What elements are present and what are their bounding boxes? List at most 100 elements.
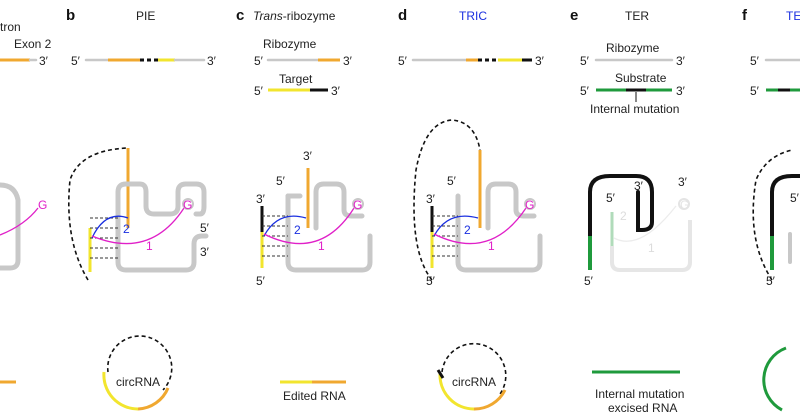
panel-e-left5: 5′ <box>584 274 594 288</box>
panel-c-g-node <box>352 198 364 210</box>
panel-c-title: Trans-ribozyme <box>253 9 336 23</box>
panel-d-circ-black <box>436 369 445 379</box>
panel-d-arrow-1 <box>433 207 527 245</box>
panel-d-g-node <box>524 198 536 210</box>
panel-d-mid5: 5′ <box>447 174 457 188</box>
panel-c-three2: 3′ <box>331 84 341 98</box>
panel-c-ribozyme-fold-bottom <box>285 193 373 273</box>
panel-c-arrow-1 <box>263 207 355 245</box>
panel-d-dashed-loop <box>413 119 481 281</box>
panel-c-product: Edited RNA <box>283 389 346 403</box>
panel-a-intron-fold <box>0 182 21 271</box>
panel-e-product-line2: excised RNA <box>608 401 677 415</box>
panel-d-fold-bottom <box>455 193 543 273</box>
panel-c-left5: 5′ <box>256 274 266 288</box>
panel-d-g: G <box>525 198 534 212</box>
panel-d-five: 5′ <box>398 54 408 68</box>
panel-f-title: TE <box>786 9 800 23</box>
panel-c: c Trans-ribozyme Ribozyme 5′ 3′ Target 5… <box>236 7 373 403</box>
panel-c-base-pairs <box>262 215 288 257</box>
panel-e-mid5: 5′ <box>606 191 616 205</box>
panel-e-mutation-label: Internal mutation <box>590 102 679 116</box>
panel-e-ribozyme-fold <box>610 220 692 272</box>
panel-f: f TE 5′ 5′ 5′ 5′ <box>742 7 800 412</box>
panel-d-circ-dashed <box>441 342 507 395</box>
panel-f-black-fold <box>770 174 800 236</box>
panel-c-mid5: 5′ <box>276 174 286 188</box>
panel-c-three: 3′ <box>343 54 353 68</box>
panel-e-three: 3′ <box>676 54 686 68</box>
panel-b-three: 3′ <box>207 54 217 68</box>
panel-b: b PIE 5′ 3′ 2 1 G 5′ 3′ circRNA <box>66 7 217 411</box>
panel-e-three2: 3′ <box>676 84 686 98</box>
panel-c-letter: c <box>236 7 244 24</box>
panel-c-five: 5′ <box>254 54 264 68</box>
panel-e-num1: 1 <box>648 241 655 255</box>
panel-a-g: G <box>38 198 47 212</box>
panel-e-five2: 5′ <box>580 84 590 98</box>
panel-e-substrate-label: Substrate <box>615 71 667 85</box>
panel-d-left5: 5′ <box>426 274 436 288</box>
panel-f-five2: 5′ <box>750 84 760 98</box>
panel-e: e TER Ribozyme 5′ 3′ Substrate 5′ 3′ Int… <box>570 7 692 415</box>
panel-b-num1: 1 <box>146 239 153 253</box>
panel-d-product: circRNA <box>452 375 496 389</box>
panel-e-faint-arrow <box>613 205 677 242</box>
panel-b-intron-fold-bottom <box>115 225 209 273</box>
panel-b-product: circRNA <box>116 375 160 389</box>
panel-e-ribozyme-label: Ribozyme <box>606 41 660 55</box>
panel-b-g: G <box>183 198 192 212</box>
panel-e-g: G <box>680 198 689 212</box>
panel-b-g-node <box>182 198 194 210</box>
panel-a: tron Exon 2 3′ G <box>0 20 52 384</box>
panel-b-arrow-1 <box>91 207 185 245</box>
panel-d-arrow-2 <box>433 215 479 237</box>
panel-b-num2: 2 <box>123 222 130 236</box>
panel-c-five2: 5′ <box>254 84 264 98</box>
panel-d-circ-yellow <box>438 373 475 411</box>
panel-b-three-b: 3′ <box>200 245 210 259</box>
panel-f-mid5: 5′ <box>790 191 800 205</box>
panel-d-circ-orange <box>473 389 507 411</box>
panel-e-product-line1: Internal mutation <box>595 387 684 401</box>
panel-e-top3b: 3′ <box>678 175 688 189</box>
panel-a-arrow <box>0 207 39 236</box>
panel-a-title: tron <box>0 20 21 34</box>
panel-d-three: 3′ <box>535 54 545 68</box>
panel-e-substrate-fold <box>588 174 654 238</box>
panel-e-letter: e <box>570 7 578 24</box>
panel-d-left3: 3′ <box>426 192 436 206</box>
panel-c-ribozyme-label: Ribozyme <box>263 37 317 51</box>
panel-c-g: G <box>353 198 362 212</box>
panel-b-intron-fold-top <box>115 181 207 231</box>
panel-f-letter: f <box>742 7 748 24</box>
panel-e-g-node <box>678 198 690 210</box>
panel-b-title: PIE <box>136 9 155 23</box>
panel-c-num2: 2 <box>294 223 301 237</box>
panel-d: d TRIC 5′ 3′ 5′ 3′ 5′ 2 1 G <box>398 7 545 411</box>
panel-e-five: 5′ <box>580 54 590 68</box>
panel-d-num1: 1 <box>488 239 495 253</box>
panel-f-five: 5′ <box>750 54 760 68</box>
panel-c-top3: 3′ <box>303 149 313 163</box>
panel-f-left5: 5′ <box>766 274 776 288</box>
panel-a-exon-label: Exon 2 <box>14 37 52 51</box>
panel-c-target-label: Target <box>279 72 313 86</box>
panel-f-dashed-loop <box>752 149 793 281</box>
panel-b-five-b: 5′ <box>200 221 210 235</box>
panel-d-fold-top <box>485 181 537 231</box>
panel-b-circ-exon2 <box>137 387 170 411</box>
panel-d-num2: 2 <box>464 223 471 237</box>
panel-c-left3: 3′ <box>256 192 266 206</box>
panel-b-circ-exon1 <box>102 371 139 411</box>
panel-a-three-prime: 3′ <box>39 54 49 68</box>
panel-d-base-pairs <box>432 215 458 257</box>
panel-e-title: TER <box>625 9 649 23</box>
panel-b-arrow-2 <box>91 215 129 239</box>
panel-f-circ-green <box>762 346 787 412</box>
panel-c-arrow-2 <box>263 215 307 237</box>
panel-c-ribozyme-fold-top <box>285 181 365 231</box>
panel-e-num2: 2 <box>620 209 627 223</box>
panel-b-circ-dashed <box>106 335 173 391</box>
